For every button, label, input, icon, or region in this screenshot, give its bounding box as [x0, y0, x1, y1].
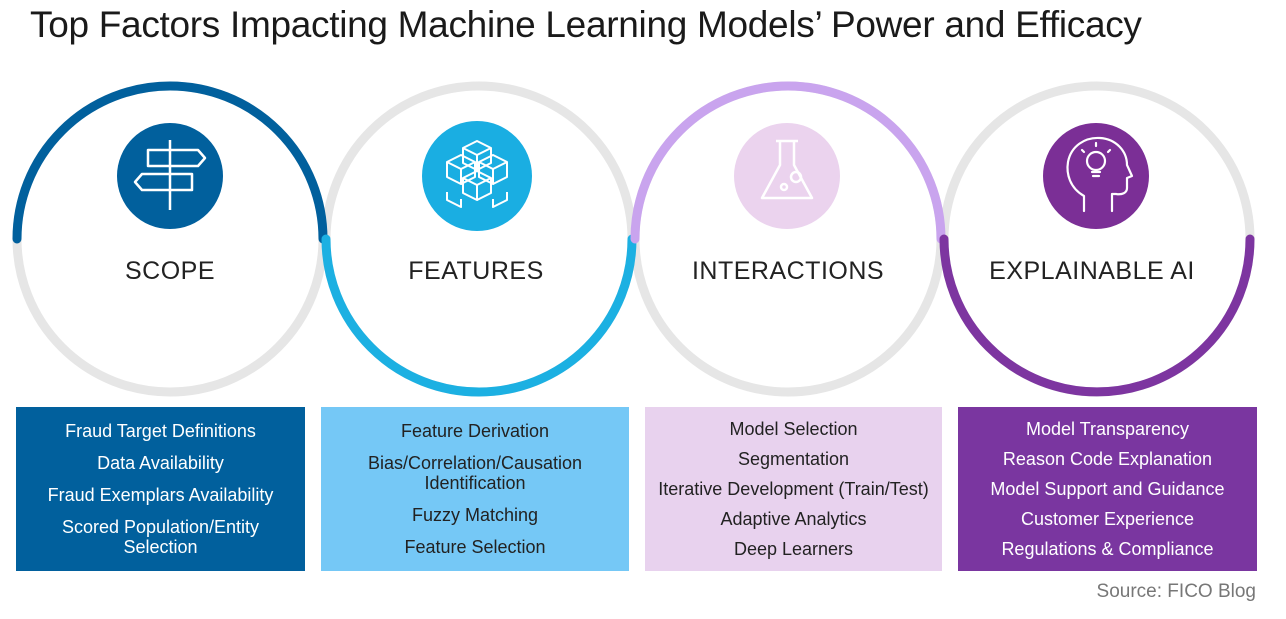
list-item: Deep Learners	[733, 539, 854, 559]
interactions-icon-bg	[734, 123, 840, 229]
explainable-ai-list: Model Transparency Reason Code Explanati…	[958, 407, 1257, 571]
list-item: Regulations & Compliance	[1001, 539, 1214, 559]
list-item: Reason Code Explanation	[1002, 449, 1213, 469]
features-icon-bg	[422, 121, 532, 231]
list-item: Fuzzy Matching	[411, 505, 539, 525]
interactions-label: INTERACTIONS	[691, 257, 885, 285]
xai-arc	[939, 234, 1255, 397]
list-item: Model Selection	[729, 419, 858, 439]
cubes-icon	[446, 140, 508, 208]
list-item: Fraud Exemplars Availability	[47, 485, 274, 505]
flask-icon	[760, 139, 814, 200]
scope-label: SCOPE	[124, 257, 216, 285]
list-item: Model Transparency	[1025, 419, 1190, 439]
features-list: Feature Derivation Bias/Correlation/Caus…	[321, 407, 629, 571]
scope-list: Fraud Target Definitions Data Availabili…	[16, 407, 305, 571]
explainable-ai-label: EXPLAINABLE AI	[989, 257, 1195, 285]
features-arc	[321, 234, 637, 397]
interactions-list: Model Selection Segmentation Iterative D…	[645, 407, 942, 571]
list-item: Scored Population/Entity Selection	[61, 517, 260, 557]
interactions-arc	[630, 81, 946, 244]
list-item: Adaptive Analytics	[720, 509, 867, 529]
signpost-icon	[133, 140, 207, 210]
head-lightbulb-icon	[1066, 136, 1134, 213]
list-item: Fraud Target Definitions	[65, 421, 256, 441]
source-credit: Source: FICO Blog	[1096, 581, 1256, 602]
list-item: Model Support and Guidance	[990, 479, 1225, 499]
scope-arc	[12, 81, 328, 244]
list-item: Feature Derivation	[400, 421, 550, 441]
list-item: Customer Experience	[1020, 509, 1195, 529]
list-item: Bias/Correlation/Causation Identificatio…	[367, 453, 583, 493]
page-title: Top Factors Impacting Machine Learning M…	[30, 4, 1142, 45]
list-item: Segmentation	[737, 449, 850, 469]
list-item: Data Availability	[97, 453, 224, 473]
list-item: Iterative Development (Train/Test)	[658, 479, 929, 499]
list-item: Feature Selection	[404, 537, 546, 557]
features-label: FEATURES	[408, 257, 544, 285]
